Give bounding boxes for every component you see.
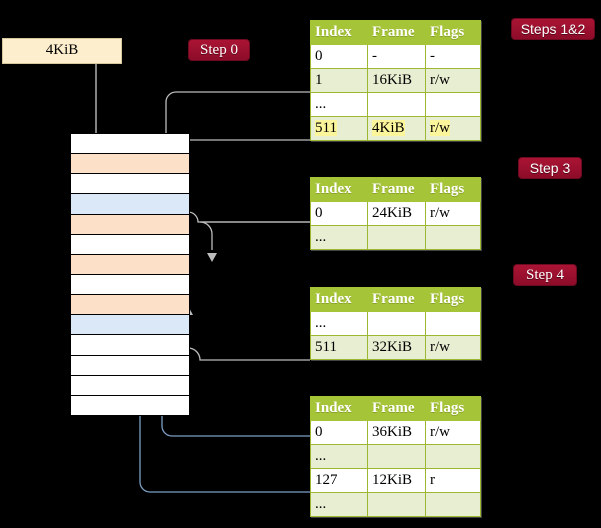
step-badge-step4: Step 4 (514, 265, 576, 285)
cell-flags (425, 492, 481, 517)
physical-memory-column (70, 133, 190, 416)
connector-step3-in (187, 205, 310, 223)
cell-flags: r/w (425, 201, 481, 226)
cell-frame (367, 311, 426, 336)
cell-index: ... (310, 444, 368, 469)
cell-flags (425, 225, 481, 250)
cell-flags (425, 92, 481, 117)
highlighted-value: 4KiB (372, 120, 405, 136)
memory-frame-row (70, 354, 190, 376)
step-badge-step0-label: Step 0 (200, 42, 238, 58)
cell-frame: 4KiB (367, 116, 426, 141)
cell-index: 0 (310, 44, 368, 69)
step-badge-step4-label: Step 4 (526, 267, 564, 283)
cell-frame (367, 92, 426, 117)
highlighted-value: r/w (430, 120, 450, 136)
table-row: ... (310, 311, 481, 336)
step-badge-steps12: Steps 1&2 (512, 19, 594, 39)
table-row: ... (310, 444, 481, 469)
column-header-frame: Frame (367, 287, 426, 312)
memory-frame-row (70, 213, 190, 235)
cell-flags: r/w (425, 335, 481, 360)
column-header-index: Index (310, 177, 368, 202)
column-header-index: Index (310, 396, 368, 421)
memory-frame-row (70, 294, 190, 316)
cell-index: ... (310, 492, 368, 517)
cell-frame: 36KiB (367, 420, 426, 445)
cell-index: 1 (310, 68, 368, 93)
cell-index: 127 (310, 468, 368, 493)
table-row: ... (310, 92, 481, 117)
cell-index: 0 (310, 420, 368, 445)
connector-step4 (187, 316, 310, 361)
cell-flags: r (425, 468, 481, 493)
memory-frame-row (70, 153, 190, 175)
column-header-flags: Flags (425, 287, 481, 312)
cell-index: ... (310, 92, 368, 117)
column-header-flags: Flags (425, 20, 481, 45)
memory-frame-row (70, 193, 190, 215)
column-header-frame: Frame (367, 20, 426, 45)
step-badge-step0: Step 0 (189, 40, 249, 60)
cell-frame: 12KiB (367, 468, 426, 493)
cell-index: ... (310, 225, 368, 250)
column-header-index: Index (310, 20, 368, 45)
memory-frame-row (70, 233, 190, 255)
cell-index: ... (310, 311, 368, 336)
memory-frame-row (70, 274, 190, 296)
cell-flags: r/w (425, 420, 481, 445)
highlighted-value: 511 (315, 120, 337, 136)
column-header-index: Index (310, 287, 368, 312)
step-badge-step3: Step 3 (519, 158, 581, 178)
cell-index: 511 (310, 116, 368, 141)
cell-frame: - (367, 44, 426, 69)
cell-flags (425, 444, 481, 469)
cell-flags (425, 311, 481, 336)
source-frame-label: 4KiB (45, 42, 79, 58)
column-header-frame: Frame (367, 177, 426, 202)
memory-frame-row (70, 173, 190, 195)
table-row: ... (310, 492, 481, 517)
cell-frame (367, 444, 426, 469)
table-row: 511 4KiB r/w (310, 116, 481, 141)
cell-flags: - (425, 44, 481, 69)
memory-frame-row (70, 394, 190, 416)
cell-frame: 16KiB (367, 68, 426, 93)
column-header-frame: Frame (367, 396, 426, 421)
table-row: 0-- (310, 44, 481, 69)
step-badge-steps12-label: Steps 1&2 (520, 21, 586, 37)
step-badge-step3-label: Step 3 (529, 160, 571, 176)
memory-frame-row (70, 314, 190, 336)
cell-index: 0 (310, 201, 368, 226)
source-frame-box: 4KiB (2, 38, 122, 64)
cell-frame (367, 225, 426, 250)
memory-frame-row (70, 133, 190, 155)
cell-flags: r/w (425, 68, 481, 93)
column-header-flags: Flags (425, 177, 481, 202)
cell-flags: r/w (425, 116, 481, 141)
cell-index: 511 (310, 335, 368, 360)
cell-frame (367, 492, 426, 517)
cell-frame: 24KiB (367, 201, 426, 226)
cell-frame: 32KiB (367, 335, 426, 360)
memory-frame-row (70, 374, 190, 396)
arrowhead-step3 (207, 253, 217, 262)
memory-frame-row (70, 334, 190, 356)
table-row: ... (310, 225, 481, 250)
column-header-flags: Flags (425, 396, 481, 421)
memory-frame-row (70, 253, 190, 275)
